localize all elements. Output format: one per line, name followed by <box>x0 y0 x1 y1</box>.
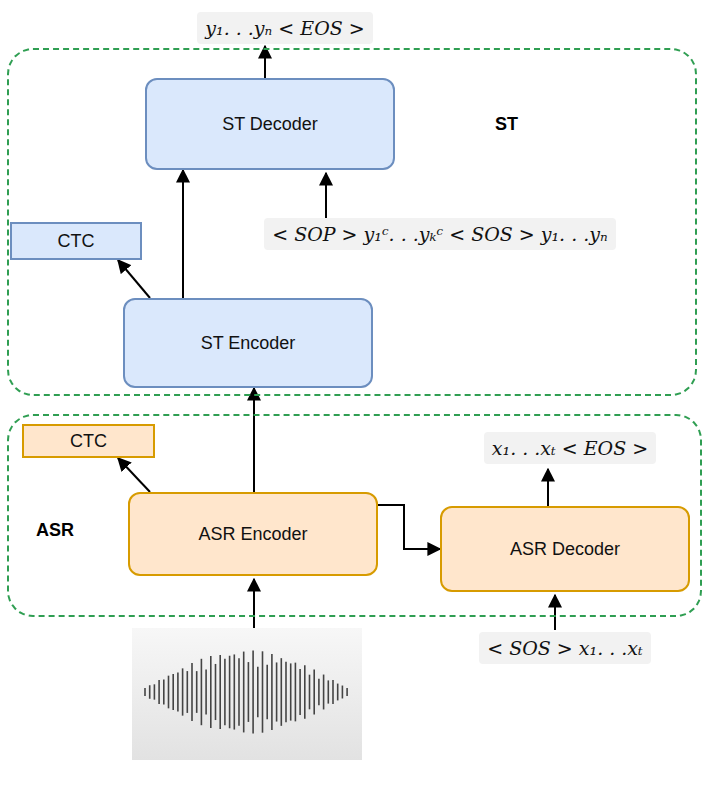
region-heading: ST <box>495 114 518 135</box>
connector-arrow <box>118 260 150 298</box>
output-arrow <box>547 469 549 506</box>
input-arrow <box>325 173 327 218</box>
sequence-label: < SOP > y₁ᶜ. . .yₖᶜ < SOS > y₁. . .yₙ <box>264 218 616 250</box>
process-box: ASR Decoder <box>440 506 690 592</box>
box-label: ST Encoder <box>201 333 296 354</box>
input-arrow <box>253 579 255 628</box>
loss-box: CTC <box>10 222 142 260</box>
connector-arrow <box>118 458 150 492</box>
process-box: ST Decoder <box>145 78 395 170</box>
connector-arrow <box>378 505 440 549</box>
output-arrow <box>264 46 266 78</box>
box-label: CTC <box>58 231 95 252</box>
box-label: ASR Encoder <box>198 524 307 545</box>
input-arrow <box>554 595 556 630</box>
box-label: ST Decoder <box>222 114 318 135</box>
process-box: ASR Encoder <box>128 492 378 576</box>
sequence-label: y₁. . .yₙ < EOS > <box>197 12 372 44</box>
waveform-panel <box>132 628 362 760</box>
process-box: ST Encoder <box>123 298 373 388</box>
box-label: CTC <box>70 431 107 452</box>
connector-arrow <box>182 170 184 298</box>
region-heading: ASR <box>36 520 74 541</box>
connector-arrow <box>253 388 255 492</box>
waveform <box>145 650 347 733</box>
sequence-label: < SOS > x₁. . .xₜ <box>479 632 651 664</box>
loss-box: CTC <box>22 424 155 458</box>
sequence-label: x₁. . .xₜ < EOS > <box>484 432 656 464</box>
box-label: ASR Decoder <box>510 539 620 560</box>
